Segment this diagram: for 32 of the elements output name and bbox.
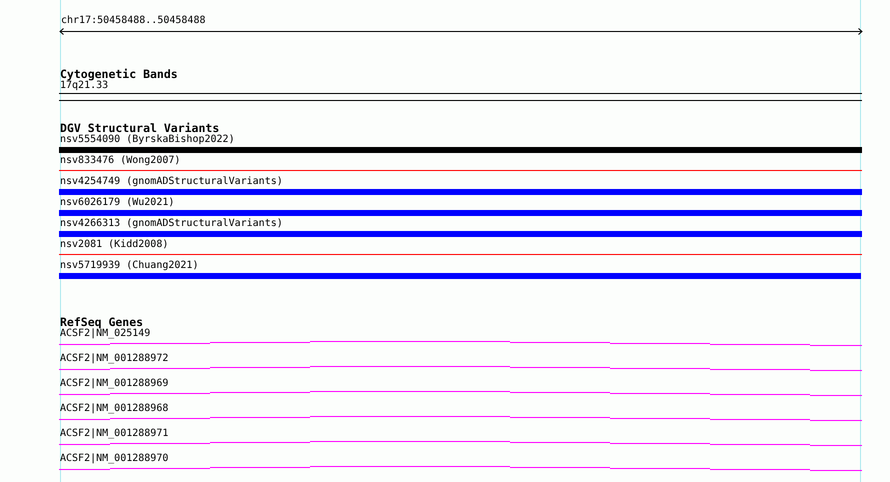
variant-feature: [59, 134, 862, 153]
feature-label: nsv5554090 (ByrskaBishop2022): [60, 134, 235, 146]
feature-label: nsv2081 (Kidd2008): [60, 239, 168, 251]
feature-label: ACSF2|NM_001288969: [60, 378, 168, 390]
track-title: RefSeq Genes: [60, 316, 144, 329]
variant-feature: [59, 260, 862, 279]
feature-label: ACSF2|NM_025149: [60, 328, 150, 340]
transcript-feature: [59, 353, 862, 371]
feature-label: ACSF2|NM_001288970: [60, 453, 168, 465]
feature-label: nsv4254749 (gnomADStructuralVariants): [60, 176, 283, 188]
feature-label: nsv5719939 (Chuang2021): [60, 260, 198, 272]
transcript-feature: [59, 378, 862, 396]
feature-label: 17q21.33: [60, 80, 108, 92]
transcript-feature: [59, 428, 862, 446]
transcript-feature: [59, 403, 862, 421]
transcript-feature: [59, 453, 862, 471]
variant-feature: [59, 197, 862, 216]
cytoband-feature: [59, 80, 862, 101]
feature-label: nsv4266313 (gnomADStructuralVariants): [60, 218, 283, 230]
variant-feature: [59, 176, 862, 195]
variant-feature: [59, 155, 862, 171]
variant-feature: [59, 218, 862, 237]
feature-label: ACSF2|NM_001288971: [60, 428, 168, 440]
track-title: DGV Structural Variants: [60, 122, 220, 135]
variant-feature: [59, 239, 862, 255]
locus-label: chr17:50458488..50458488: [61, 15, 206, 27]
feature-label: ACSF2|NM_001288968: [60, 403, 168, 415]
transcript-feature: [59, 328, 862, 346]
feature-label: nsv833476 (Wong2007): [60, 155, 180, 167]
feature-label: ACSF2|NM_001288972: [60, 353, 168, 365]
feature-label: nsv6026179 (Wu2021): [60, 197, 174, 209]
track-title: Cytogenetic Bands: [60, 68, 178, 81]
